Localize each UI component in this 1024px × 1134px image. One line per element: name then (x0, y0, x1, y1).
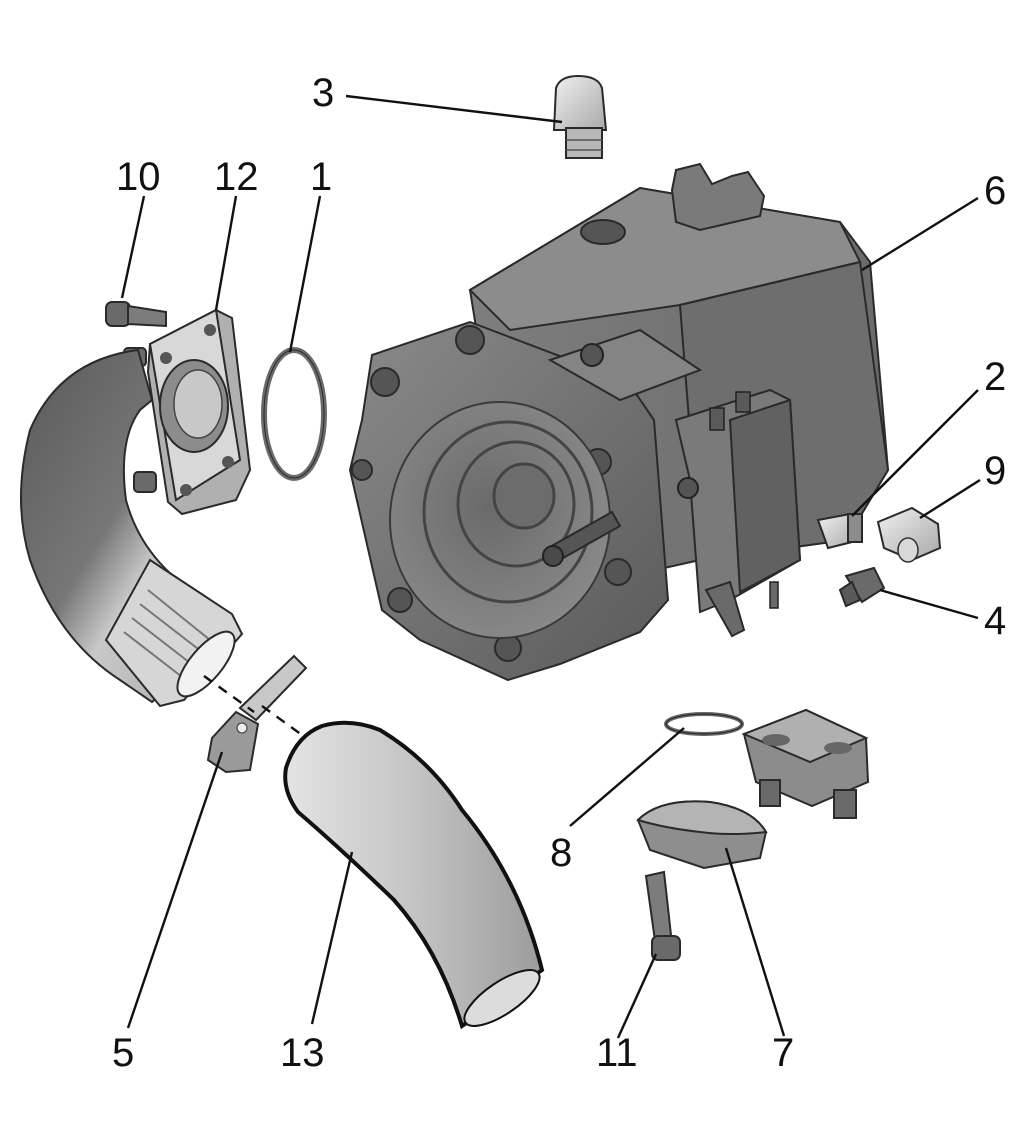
leader-11 (616, 953, 658, 1039)
leader-lines (120, 94, 981, 1039)
callout-4: 4 (984, 599, 1006, 643)
leader-12 (214, 195, 238, 311)
callout-10: 10 (116, 155, 161, 199)
leader-5 (126, 751, 224, 1029)
screw-part-10 (105, 301, 167, 328)
callout-1: 1 (310, 155, 332, 199)
leader-9 (919, 478, 981, 520)
callout-5: 5 (112, 1031, 134, 1075)
flange-part-12 (123, 308, 252, 516)
callout-8: 8 (550, 831, 572, 875)
callout-7: 7 (772, 1031, 794, 1075)
hose-part-13 (283, 720, 545, 1030)
elbow-hose-with-flange (20, 348, 244, 708)
screw-part-11 (644, 870, 681, 961)
leader-3 (345, 94, 563, 124)
callout-12: 12 (214, 155, 259, 199)
callout-6: 6 (984, 169, 1006, 213)
fitting-part-2 (816, 512, 863, 550)
elbow-fitting-part-9 (876, 506, 942, 563)
leader-10 (120, 195, 146, 299)
leader-7 (724, 847, 786, 1037)
leader-8 (569, 727, 685, 827)
callout-2: 2 (984, 355, 1006, 399)
callout-numbers: 3 10 12 1 6 2 9 4 8 5 13 11 7 (112, 71, 1006, 1075)
callout-9: 9 (984, 449, 1006, 493)
o-ring-part-1 (261, 347, 327, 481)
pump-housing-part-6 (348, 162, 890, 682)
callout-11: 11 (596, 1031, 638, 1075)
leader-6 (861, 196, 979, 272)
split-flange-upper (741, 708, 870, 819)
o-ring-part-8 (664, 712, 744, 736)
callout-13: 13 (280, 1031, 325, 1075)
leader-2 (851, 389, 979, 517)
split-flange-part-7 (636, 800, 768, 870)
callout-3: 3 (312, 71, 334, 115)
plug-part-4 (838, 566, 886, 608)
leader-13 (310, 851, 354, 1025)
leader-4 (879, 588, 979, 620)
leader-1 (288, 195, 322, 353)
plug-fitting-part-3 (552, 74, 608, 159)
